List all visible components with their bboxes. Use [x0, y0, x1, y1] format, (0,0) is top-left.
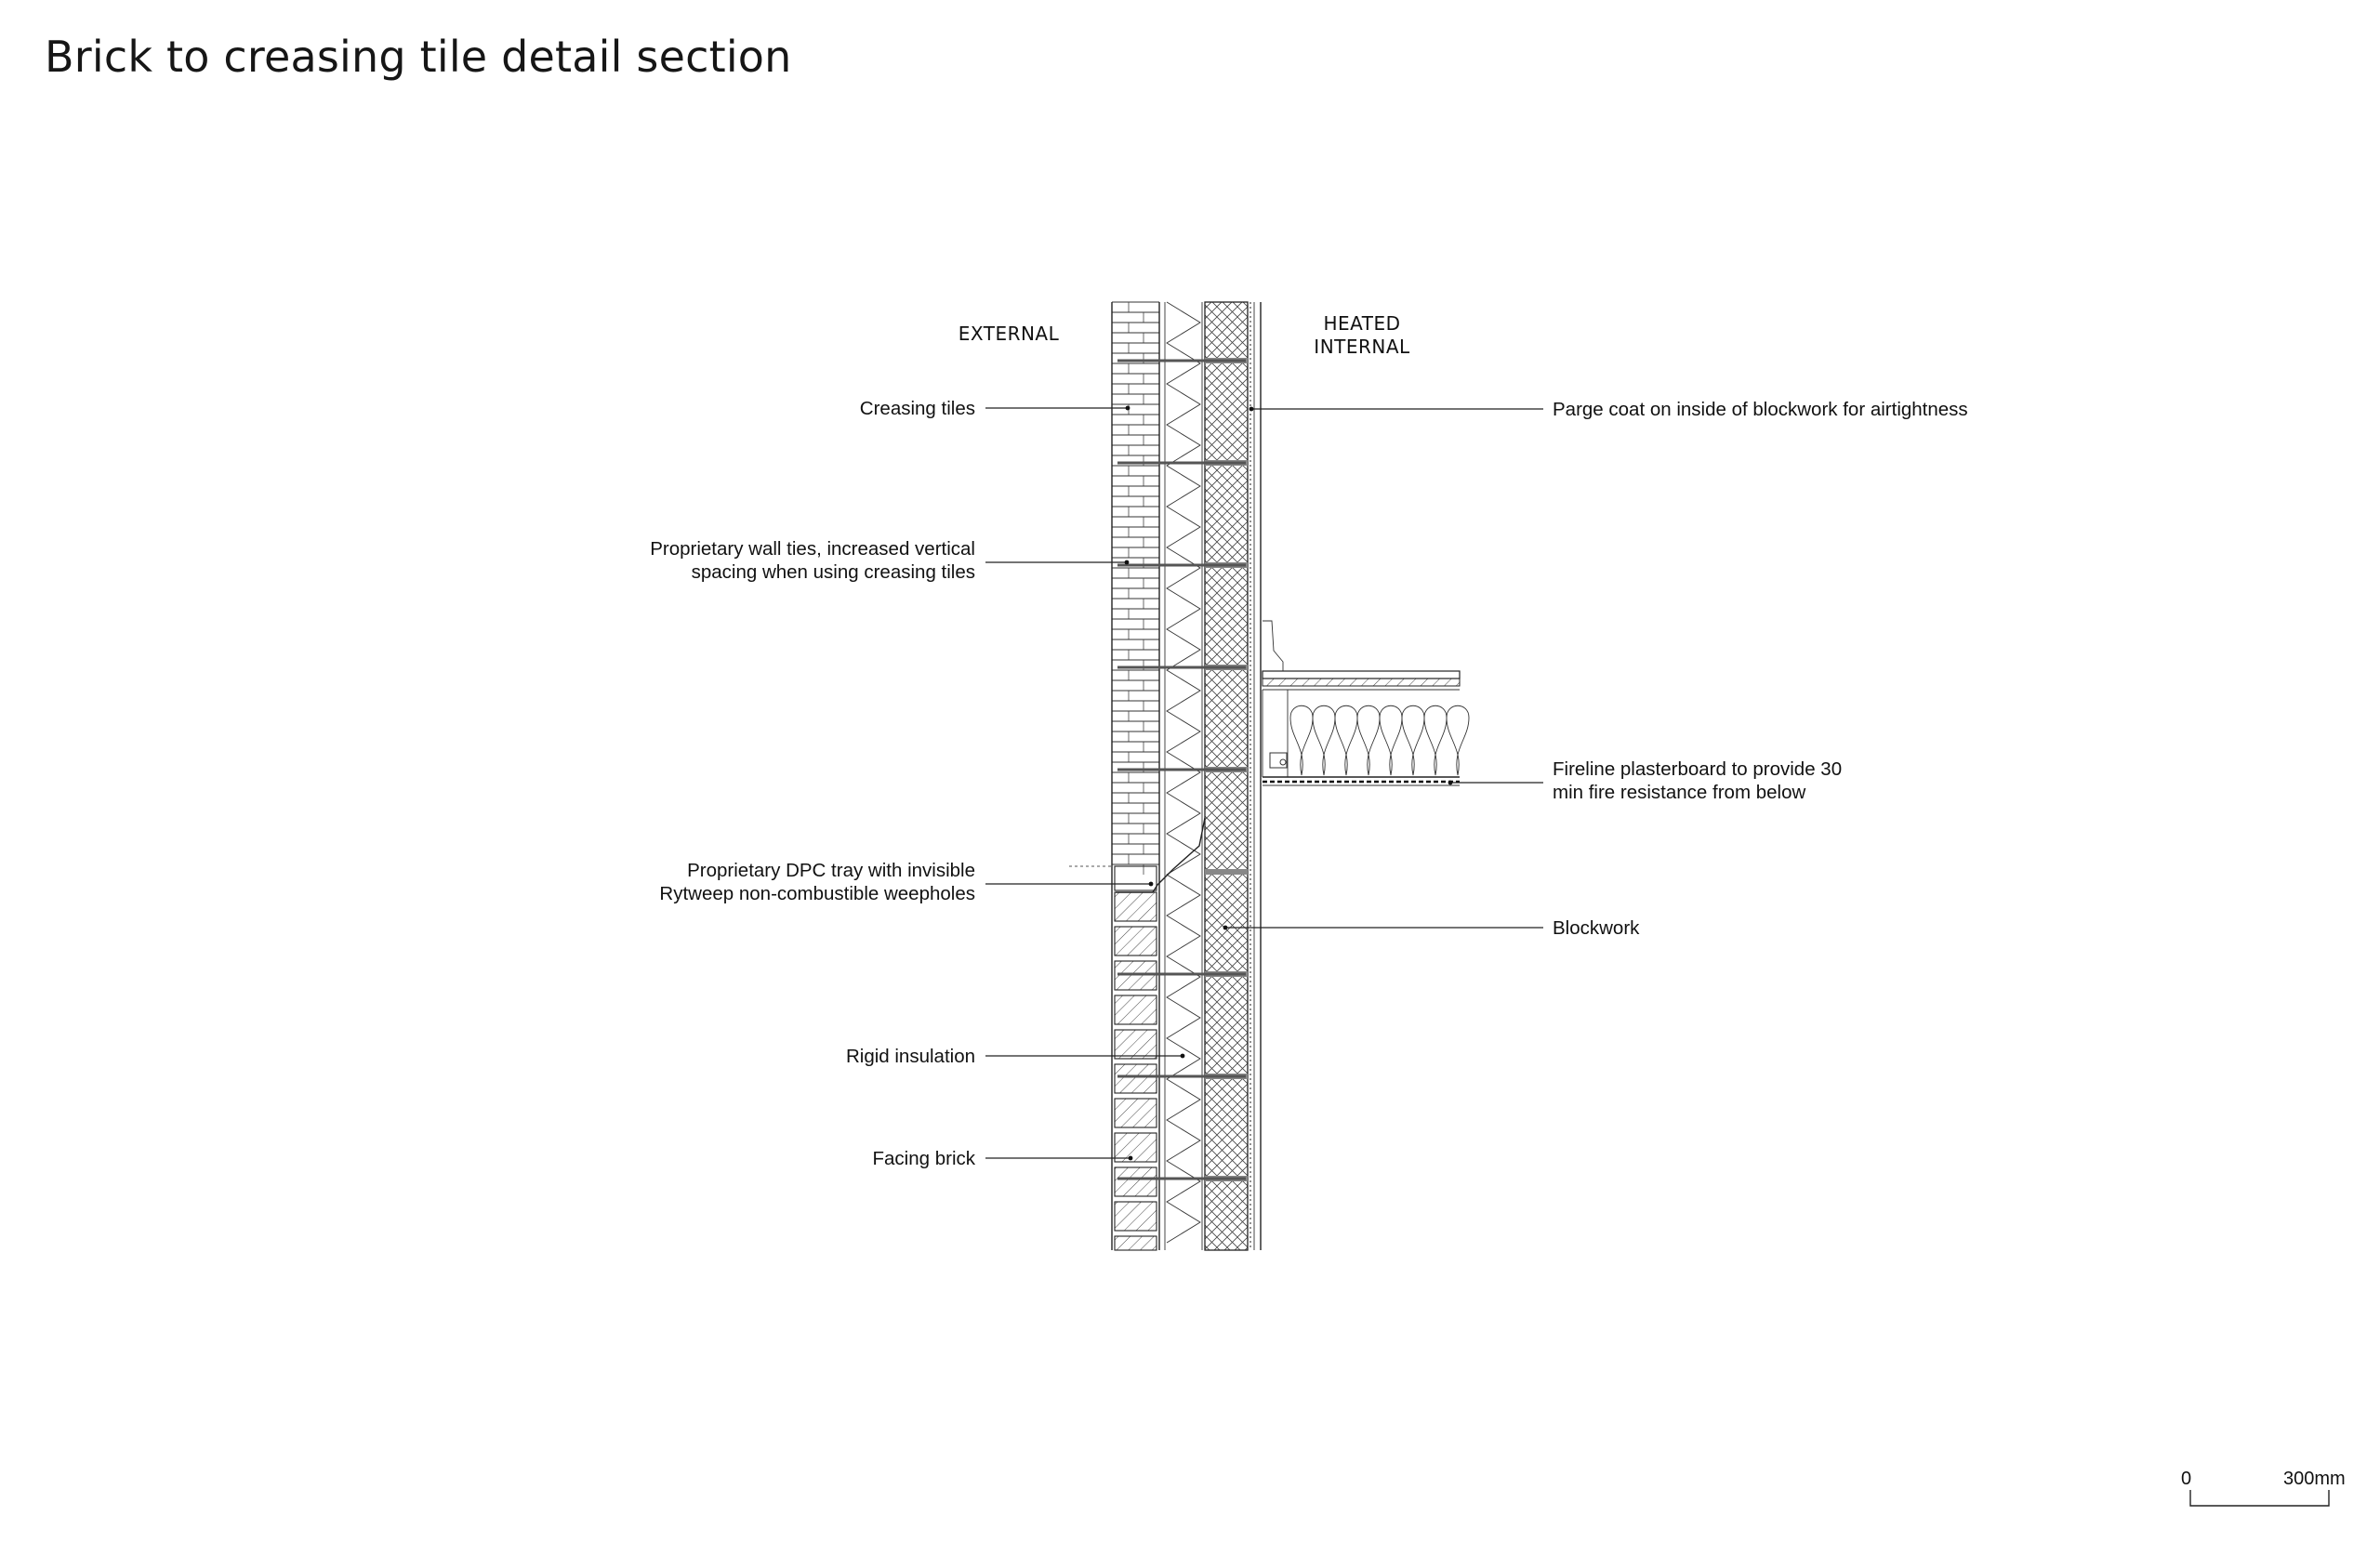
svg-text:Parge coat on inside of blockw: Parge coat on inside of blockwork for ai… [1553, 399, 1968, 420]
scale-bar-start-label: 0 [2181, 1469, 2191, 1489]
svg-text:Proprietary wall ties, increas: Proprietary wall ties, increased vertica… [650, 538, 975, 560]
svg-text:Rytweep non-combustible weepho: Rytweep non-combustible weepholes [659, 883, 975, 904]
svg-text:spacing when using creasing ti: spacing when using creasing tiles [692, 561, 975, 583]
creasing-tile-courses [1112, 301, 1159, 875]
annotation-blockwork: Blockwork [1223, 917, 1640, 939]
annotation-wall-ties: Proprietary wall ties, increased vertica… [650, 538, 1130, 583]
annotation-parge-coat: Parge coat on inside of blockwork for ai… [1249, 399, 1968, 420]
internal-zone-label-line1: HEATED [1323, 312, 1400, 335]
parge-coat-and-lining [1250, 302, 1262, 1250]
annotation-creasing-tiles: Creasing tiles [860, 398, 1130, 419]
wall-ties [1117, 359, 1246, 1180]
external-zone-label: EXTERNAL [959, 323, 1060, 345]
annotation-dpc-tray: Proprietary DPC tray with invisible Rytw… [659, 860, 1154, 904]
svg-text:min fire resistance from below: min fire resistance from below [1553, 782, 1805, 803]
blockwork [1204, 301, 1249, 1251]
left-annotations: Creasing tiles Proprietary wall ties, in… [650, 398, 1185, 1169]
intermediate-floor [1262, 620, 1470, 786]
svg-text:Proprietary DPC tray with invi: Proprietary DPC tray with invisible [687, 860, 975, 881]
dpc-tray [1069, 817, 1206, 893]
svg-text:Fireline plasterboard to provi: Fireline plasterboard to provide 30 [1553, 758, 1842, 780]
mineral-wool-insulation [1289, 705, 1470, 776]
svg-text:Creasing tiles: Creasing tiles [860, 398, 975, 419]
svg-text:Rigid insulation: Rigid insulation [846, 1046, 975, 1067]
scale-bar-end-label: 300mm [2283, 1469, 2346, 1489]
facing-brick-courses [1114, 865, 1157, 1251]
svg-text:Facing brick: Facing brick [872, 1148, 975, 1169]
annotation-facing-brick: Facing brick [872, 1148, 1133, 1169]
right-annotations: Parge coat on inside of blockwork for ai… [1223, 399, 1968, 939]
annotation-rigid-insulation: Rigid insulation [846, 1046, 1185, 1067]
svg-text:Blockwork: Blockwork [1553, 917, 1640, 939]
page-title: Brick to creasing tile detail section [45, 32, 792, 82]
wall-construction [1069, 301, 1262, 1251]
internal-zone-label-line2: INTERNAL [1314, 336, 1410, 358]
rigid-insulation [1164, 301, 1203, 1250]
annotation-fireline-plasterboard: Fireline plasterboard to provide 30 min … [1448, 758, 1842, 803]
scale-bar: 0 300mm [2181, 1469, 2346, 1507]
